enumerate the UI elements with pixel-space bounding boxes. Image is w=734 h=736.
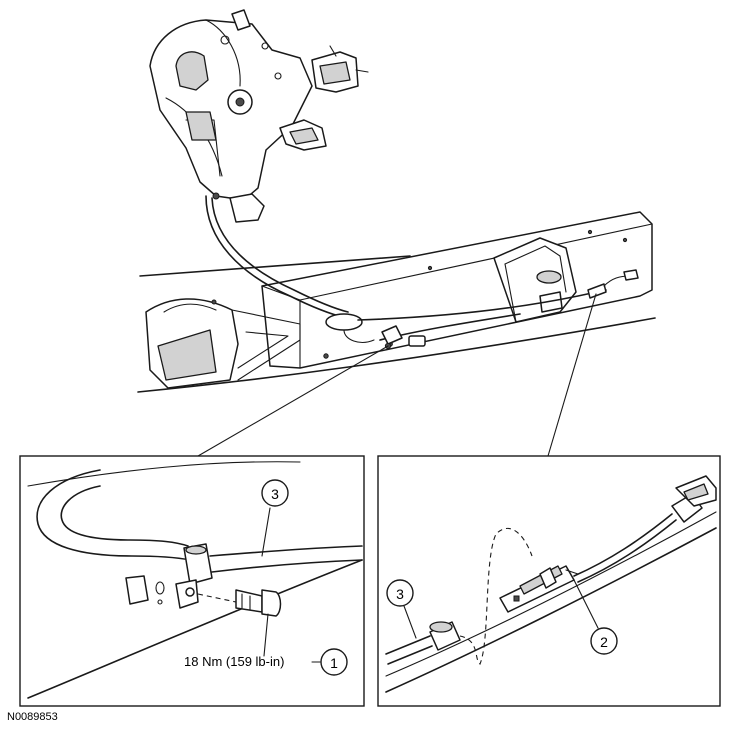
leader-right-detail <box>547 293 597 457</box>
callout-3-left: 3 <box>261 479 289 507</box>
svg-text:3: 3 <box>271 486 279 502</box>
figure-id: N0089853 <box>7 711 58 723</box>
leader-left-detail <box>197 345 389 457</box>
svg-text:2: 2 <box>600 634 608 650</box>
svg-text:3: 3 <box>396 586 404 602</box>
svg-text:1: 1 <box>330 655 338 671</box>
right-detail-view: 3 2 <box>377 455 721 707</box>
main-overview <box>137 9 656 393</box>
left-detail-view: 3 18 Nm (159 lb-in) 1 <box>19 455 365 707</box>
callout-3-right: 3 <box>386 579 414 607</box>
callout-2: 2 <box>590 627 618 655</box>
torque-spec-label: 18 Nm (159 lb-in) <box>184 654 284 669</box>
callout-1: 1 <box>320 648 348 676</box>
